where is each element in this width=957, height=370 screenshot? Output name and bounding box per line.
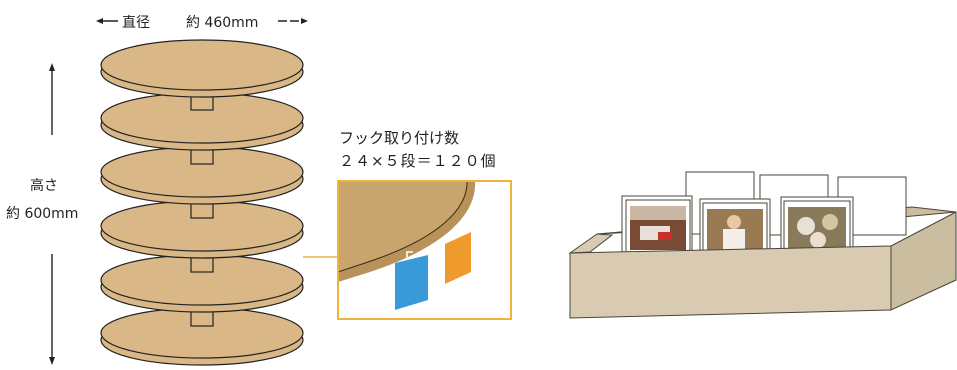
- height-dimension: 高さ 約 600mm: [6, 63, 78, 365]
- shelf-disc-2: [100, 92, 304, 151]
- shelf-disc-3: [100, 146, 304, 205]
- hook-tag-blue: [395, 251, 428, 310]
- arrow-right-icon: [301, 18, 308, 24]
- arrow-up-icon: [49, 63, 55, 71]
- zoom-frame: [337, 180, 512, 320]
- shelf-disc-4: [100, 200, 304, 259]
- hook-tag-orange: [445, 230, 471, 284]
- arrow-left-icon: [96, 18, 103, 24]
- hooks-title: フック取り付け数: [339, 129, 459, 147]
- height-value: 約 600mm: [6, 206, 78, 222]
- box-front: [569, 245, 892, 319]
- zoom-shelf-surface: [338, 181, 468, 273]
- zoom-detail: [303, 180, 512, 320]
- display-box: [568, 171, 957, 319]
- shelf-tower: [100, 39, 304, 366]
- shelf-disc-6: [100, 307, 304, 366]
- photo-card-1: [621, 195, 693, 257]
- arrow-down-icon: [49, 357, 55, 365]
- box-side: [890, 211, 957, 311]
- diameter-dimension: 直径 約 460mm: [96, 14, 308, 31]
- photo-card-2: [699, 198, 771, 258]
- height-label: 高さ: [30, 177, 58, 194]
- shelf-disc-5: [100, 254, 304, 313]
- hooks-count: ２４×５段＝１２０個: [339, 152, 497, 170]
- diameter-label: 直径: [122, 14, 150, 31]
- shelf-disc-1: [100, 39, 304, 98]
- diameter-value: 約 460mm: [186, 15, 258, 31]
